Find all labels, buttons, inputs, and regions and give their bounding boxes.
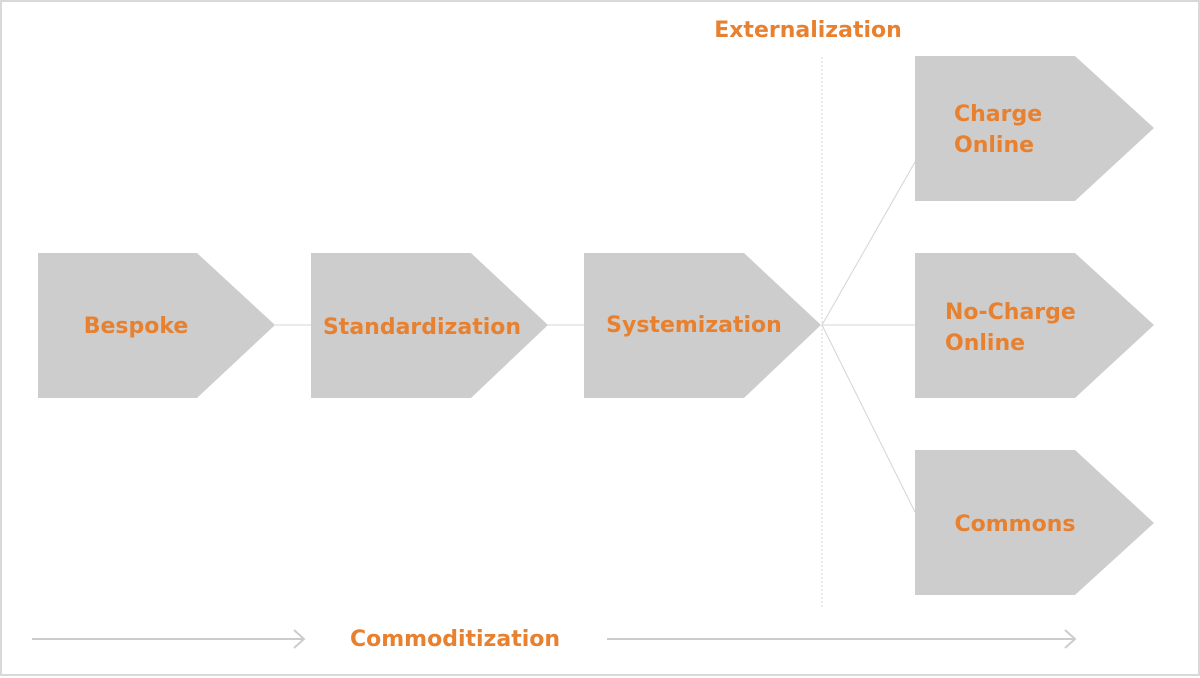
branch-charge-online-shape	[915, 56, 1154, 201]
branch-no-charge-online-shape	[915, 253, 1154, 398]
branch-commons-label-line: Commons	[955, 512, 1076, 537]
stage-standardization-label: Standardization	[323, 315, 521, 340]
commoditization-arrow-right-head	[1064, 629, 1077, 649]
branch-no-charge-online-label: No-Charge Online	[945, 300, 1084, 356]
branch-commons-shape	[915, 450, 1154, 595]
branch-charge-online-label: Charge Online	[954, 102, 1050, 158]
stage-systemization-label: Systemization	[606, 313, 782, 338]
commoditization-arrow-left-head	[293, 629, 306, 649]
commoditization-label: Commoditization	[350, 627, 560, 652]
stage-standardization-shape	[311, 253, 548, 398]
stage-bespoke-shape	[38, 253, 275, 398]
branch-no-charge-online-label-line-2: Online	[945, 331, 1025, 356]
stage-bespoke-label: Bespoke	[84, 314, 189, 339]
stage-standardization-label-line: Standardization	[323, 315, 521, 340]
externalization-label: Externalization	[714, 18, 902, 43]
connector-to-charge-online	[821, 161, 916, 326]
branch-charge-online-label-line-1: Charge	[954, 102, 1042, 127]
branch-charge-online-label-line-2: Online	[954, 133, 1034, 158]
branch-commons-label: Commons	[955, 512, 1076, 537]
stage-bespoke-label-line: Bespoke	[84, 314, 189, 339]
connector-to-commons	[821, 324, 916, 513]
stage-systemization-shape	[584, 253, 821, 398]
stage-systemization-label-line: Systemization	[606, 313, 782, 338]
branch-no-charge-online-label-line-1: No-Charge	[945, 300, 1076, 325]
